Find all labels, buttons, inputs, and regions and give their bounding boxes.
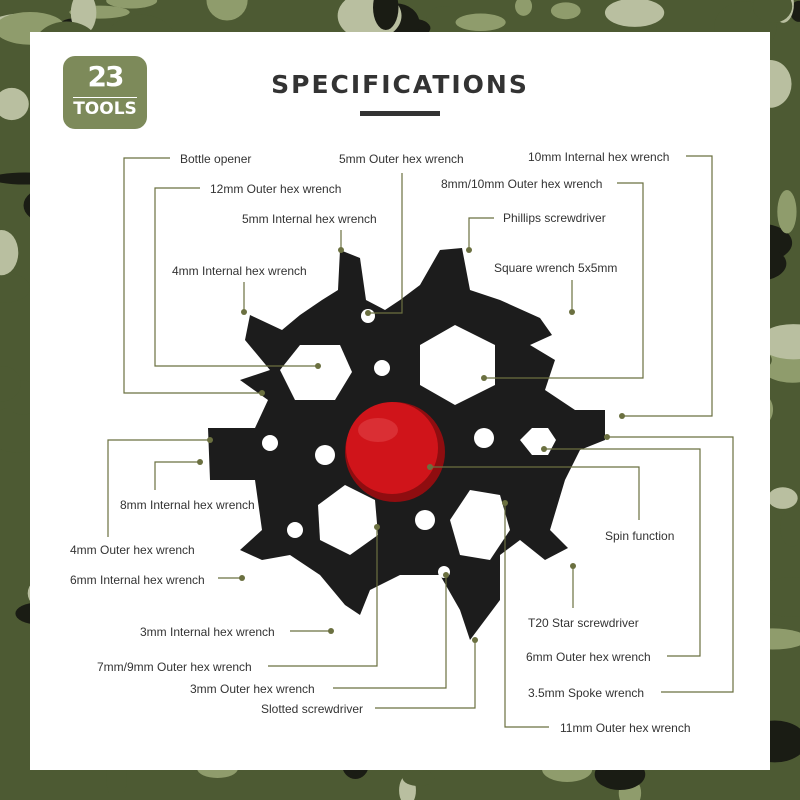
label-3mm-outer: 3mm Outer hex wrench [190, 682, 315, 696]
label-6mm-internal: 6mm Internal hex wrench [70, 573, 205, 587]
leader-line-phillips [468, 217, 494, 250]
label-7-9mm-outer: 7mm/9mm Outer hex wrench [97, 660, 252, 674]
leader-line-slotted [375, 640, 476, 709]
label-spoke: 3.5mm Spoke wrench [528, 686, 645, 700]
spinner-button [345, 402, 445, 502]
leader-dot-3mm-outer [443, 572, 449, 578]
camo-blob [0, 273, 30, 303]
leader-line-6mm-outer [544, 448, 701, 657]
leader-dot-10mm-internal [619, 413, 625, 419]
leader-dot-6mm-outer [541, 446, 547, 452]
leader-dot-slotted [472, 637, 478, 643]
label-6mm-outer: 6mm Outer hex wrench [526, 650, 651, 664]
tools-count-badge: 23 TOOLS [63, 56, 147, 129]
camo-blob [780, 507, 800, 547]
leader-dot-6mm-internal [239, 575, 245, 581]
camo-blob [604, 0, 665, 27]
camo-blob [0, 366, 21, 402]
badge-number: 23 [87, 60, 125, 93]
camo-blob [106, 0, 158, 9]
leader-dots [197, 247, 625, 643]
camo-blob [402, 769, 435, 787]
leader-line-bottle-opener [123, 157, 262, 394]
camo-blob [0, 230, 19, 276]
label-4mm-outer: 4mm Outer hex wrench [70, 543, 195, 557]
leader-dot-8mm-internal [197, 459, 203, 465]
page-title: SPECIFICATIONS [271, 70, 529, 99]
camo-blob [345, 0, 363, 26]
label-3mm-internal: 3mm Internal hex wrench [140, 625, 275, 639]
label-5mm-outer: 5mm Outer hex wrench [339, 152, 464, 166]
camo-blob [515, 0, 533, 16]
leader-dot-spin [427, 464, 433, 470]
leader-dot-4mm-outer [207, 437, 213, 443]
label-t20: T20 Star screwdriver [528, 616, 639, 630]
leader-line-3mm-outer [333, 575, 447, 689]
camo-blob [455, 13, 506, 32]
leader-dot-square [569, 309, 575, 315]
leader-dot-8-10mm-outer [481, 375, 487, 381]
label-square: Square wrench 5x5mm [494, 261, 618, 275]
leader-line-8mm-internal [154, 461, 200, 490]
leader-line-12mm-outer [154, 187, 318, 367]
leader-dot-spoke [604, 434, 610, 440]
camo-blob [426, 6, 461, 33]
leader-dot-5mm-internal [338, 247, 344, 253]
label-bottle-opener: Bottle opener [180, 152, 252, 166]
leader-line-4mm-outer [107, 439, 210, 537]
label-11mm-outer: 11mm Outer hex wrench [560, 721, 691, 735]
badge-word: TOOLS [73, 99, 137, 119]
title-underline [360, 111, 440, 116]
leader-line-7-9mm-outer [268, 527, 378, 667]
leader-dot-phillips [466, 247, 472, 253]
label-12mm-outer: 12mm Outer hex wrench [210, 182, 342, 196]
leader-dot-11mm-outer [502, 500, 508, 506]
camo-blob [752, 0, 793, 24]
leader-line-spin [430, 466, 640, 520]
label-slotted: Slotted screwdriver [261, 702, 364, 716]
leader-dot-t20 [570, 563, 576, 569]
label-4mm-internal: 4mm Internal hex wrench [172, 264, 307, 278]
leader-line-11mm-outer [504, 503, 549, 728]
leader-dot-5mm-outer [365, 310, 371, 316]
leader-line-5mm-outer [368, 173, 403, 314]
camo-blob [373, 0, 399, 31]
label-8mm-internal: 8mm Internal hex wrench [120, 498, 255, 512]
label-spin: Spin function [605, 529, 675, 543]
camo-blob [0, 87, 29, 121]
label-10mm-internal: 10mm Internal hex wrench [528, 150, 670, 164]
leader-dot-12mm-outer [315, 363, 321, 369]
badge-divider [73, 97, 137, 98]
camo-blob [550, 2, 581, 20]
leader-dot-4mm-internal [241, 309, 247, 315]
leader-line-spoke [607, 436, 734, 693]
leader-dot-bottle-opener [259, 390, 265, 396]
leader-dot-7-9mm-outer [374, 524, 380, 530]
label-5mm-internal: 5mm Internal hex wrench [242, 212, 377, 226]
leader-dot-3mm-internal [328, 628, 334, 634]
camo-blob [767, 487, 798, 509]
camo-blob [206, 0, 248, 21]
leader-line-8-10mm-outer [484, 182, 644, 379]
label-8-10mm-outer: 8mm/10mm Outer hex wrench [441, 177, 603, 191]
label-phillips: Phillips screwdriver [503, 211, 606, 225]
leader-line-10mm-internal [622, 155, 713, 417]
leader-lines [107, 155, 734, 728]
camo-blob [777, 190, 797, 234]
